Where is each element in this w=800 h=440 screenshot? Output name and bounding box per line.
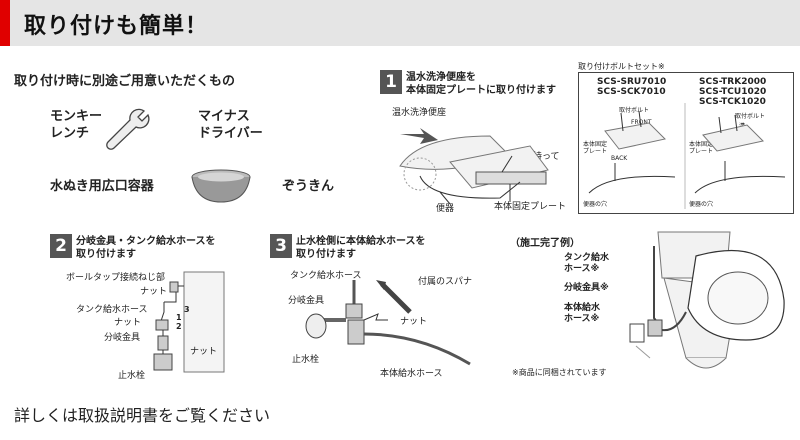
step3-title: 止水栓側に本体給水ホースを 取り付けます (296, 235, 426, 261)
tool-screwdriver-line2: ドライバー (198, 126, 263, 141)
step1-title-line2: 本体固定プレートに取り付けます (406, 85, 556, 96)
bolt-label-plate-right: 本体固定 プレート (689, 141, 714, 155)
step2-label-branch: 分岐金具 (104, 333, 141, 343)
step1-title-line1: 温水洗浄便座を (406, 72, 476, 83)
bolt-label-plate-left: 本体固定 プレート (583, 141, 608, 155)
complete-title: （施工完了例） (510, 238, 580, 249)
complete-label-body-hose: 本体給水 ホース※ (564, 303, 601, 324)
step1-title: 温水洗浄便座を 本体固定プレートに取り付けます (406, 71, 556, 97)
step3-label-body-hose: 本体給水ホース (380, 369, 443, 379)
step2-num-2: 2 (176, 322, 182, 331)
step3-title-line1: 止水栓側に本体給水ホースを (296, 236, 426, 247)
step1-label-bowl: 便器 (436, 204, 455, 214)
bolt-models-right: SCS-TRK2000 SCS-TCU1020 SCS-TCK1020 (699, 77, 766, 107)
step2-num-3: 3 (184, 305, 190, 314)
step2-label-nut-c: ナット (190, 347, 218, 357)
step1-label-seat: 温水洗浄便座 (392, 108, 447, 118)
step2-num-1: 1 (176, 313, 182, 322)
step2-title-line1: 分岐金具・タンク給水ホースを (76, 236, 216, 247)
header-banner: 取り付けも簡単！ (0, 0, 800, 46)
bolt-label-bolt-right: 取付ボルト (735, 113, 766, 120)
step2-label-tank-hose: タンク給水ホース (76, 305, 148, 315)
bolt-model-r2: SCS-TCK1020 (699, 97, 766, 107)
bolt-label-hole-left: 便器の穴 (583, 201, 608, 208)
footer-note: 詳しくは取扱説明書をご覧ください (14, 406, 271, 425)
step3-label-spanner: 付属のスパナ (418, 277, 473, 287)
tool-label-screwdriver: マイナス ドライバー (198, 108, 263, 142)
bolt-models-left: SCS-SRU7010 SCS-SCK7010 (597, 77, 666, 97)
step3-title-line2: 取り付けます (296, 249, 356, 260)
bolt-set-caption: 取り付けボルトセット※ (578, 62, 665, 71)
step3-illustration (305, 280, 471, 366)
step2-illustration (153, 271, 225, 373)
wrench-icon (106, 108, 150, 150)
step1-illustration (399, 128, 549, 205)
complete-label-branch: 分岐金具※ (564, 283, 609, 293)
step2-label-ballcock: ボールタップ接続ねじ部 (66, 273, 166, 283)
tool-label-container: 水ぬき用広口容器 (50, 179, 154, 194)
step2-badge: 2 (50, 234, 72, 258)
bolt-label-bolt-left: 取付ボルト (619, 107, 650, 114)
bolt-model-l0: SCS-SRU7010 (597, 77, 667, 87)
bolt-label-front: FRONT (631, 119, 652, 126)
bolt-label-hole-right: 便器の穴 (689, 201, 714, 208)
step2-label-stop-valve: 止水栓 (118, 371, 146, 381)
bolt-label-back: BACK (611, 155, 628, 162)
step3-label-stop-valve: 止水栓 (292, 355, 320, 365)
step2-title-line2: 取り付けます (76, 249, 136, 260)
step3-label-branch: 分岐金具 (288, 296, 325, 306)
step1-badge: 1 (380, 70, 402, 94)
tool-wrench-line2: レンチ (50, 126, 90, 141)
step2-label-nut-b: ナット (114, 318, 142, 328)
tool-label-rag: ぞうきん (282, 179, 335, 194)
complete-label-tank-hose: タンク給水 ホース※ (564, 253, 610, 274)
bolt-set-illustration (588, 103, 786, 209)
complete-note: ※商品に同梱されています (512, 368, 607, 377)
tool-wrench-line1: モンキー (50, 109, 103, 124)
step3-badge: 3 (270, 234, 292, 258)
bolt-model-r1: SCS-TCU1020 (699, 87, 767, 97)
step2-title: 分岐金具・タンク給水ホースを 取り付けます (76, 235, 216, 261)
bolt-model-l1: SCS-SCK7010 (597, 87, 666, 97)
step3-label-tank-hose: タンク給水ホース (290, 271, 362, 281)
toilet-illustration (629, 231, 785, 369)
step3-label-nut: ナット (400, 317, 428, 327)
step2-label-nut-a: ナット (140, 287, 168, 297)
page-title: 取り付けも簡単！ (24, 14, 209, 39)
bolt-model-r0: SCS-TRK2000 (699, 77, 767, 87)
prep-title: 取り付け時に別途ご用意いただくもの (14, 74, 236, 89)
tool-label-wrench: モンキー レンチ (50, 108, 102, 142)
basin-icon (191, 169, 251, 203)
tool-screwdriver-line1: マイナス (198, 109, 250, 124)
step1-label-plate: 本体固定プレート (494, 202, 567, 212)
bolt-set-panel: SCS-SRU7010 SCS-SCK7010 SCS-TRK2000 SCS-… (578, 72, 794, 214)
